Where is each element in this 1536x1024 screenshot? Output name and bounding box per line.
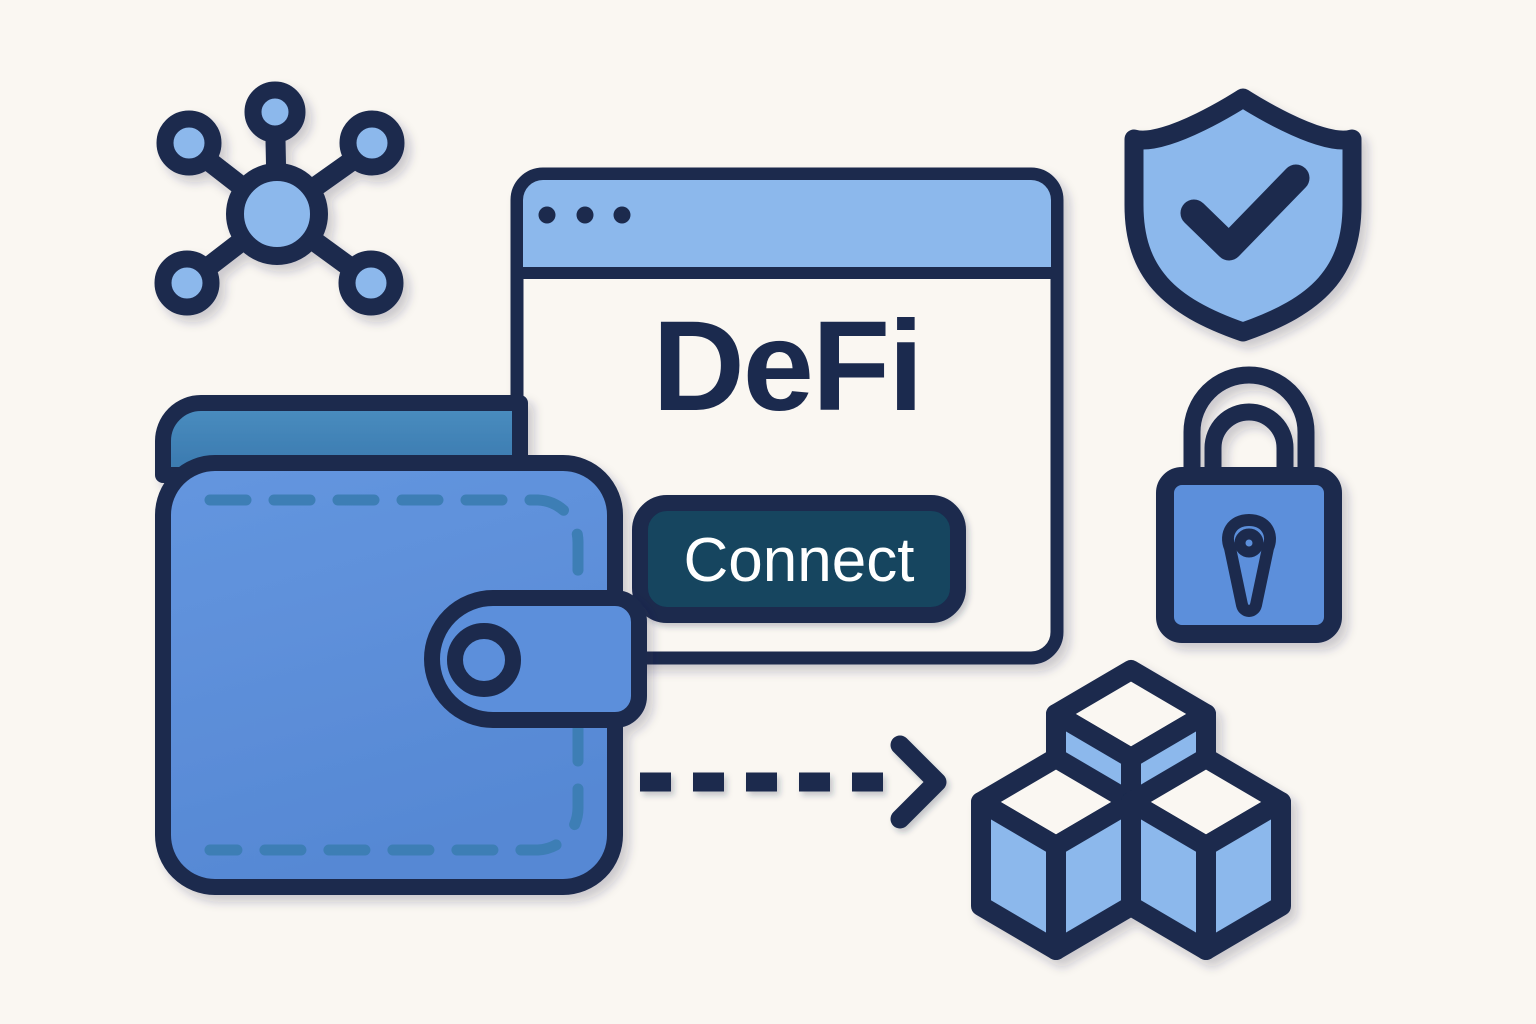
padlock-keyhole <box>1222 514 1276 617</box>
window-dot-3[interactable] <box>613 206 631 224</box>
wallet-stitch-bottom <box>204 719 584 856</box>
window-dot-2[interactable] <box>576 206 594 224</box>
padlock-keyhole-circle <box>1234 528 1264 558</box>
network-node-top <box>244 81 306 143</box>
network-node-lower-left <box>154 250 220 316</box>
padlock-shackle-inner <box>1204 403 1294 487</box>
padlock-icon <box>1156 366 1342 643</box>
network-node-upper-left <box>156 110 222 176</box>
cube-br-right-face <box>1196 792 1291 960</box>
wallet-stitch-top <box>204 494 584 601</box>
network-node-lower-right <box>338 250 404 316</box>
dashed-arrow-head <box>890 735 947 829</box>
connect-button-label: Connect <box>684 526 915 595</box>
connect-button[interactable]: Connect <box>632 495 966 623</box>
network-node-upper-right <box>339 110 405 176</box>
padlock-shackle-outer <box>1183 366 1315 487</box>
dashed-arrow-icon <box>640 735 947 829</box>
network-center-node <box>226 163 328 265</box>
connect-button-bg <box>632 495 966 623</box>
blockchain-cubes-icon <box>971 660 1291 960</box>
shield-check-mark <box>1180 164 1310 261</box>
defi-heading: DeFi <box>652 295 921 438</box>
network-nodes-icon <box>154 81 405 316</box>
cube-bottom-left <box>971 748 1141 960</box>
shield-check-icon <box>1124 88 1362 342</box>
window-dot-1[interactable] <box>538 206 556 224</box>
wallet-clasp-ring <box>447 623 521 697</box>
browser-titlebar <box>523 180 1051 273</box>
wallet[interactable] <box>155 395 647 895</box>
cube-bottom-right <box>1121 748 1291 960</box>
